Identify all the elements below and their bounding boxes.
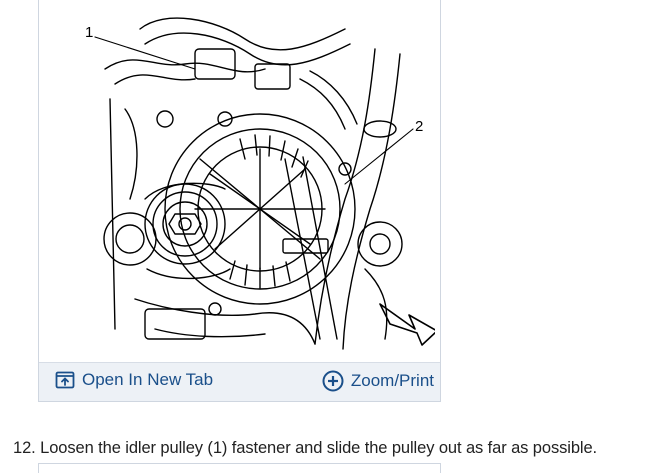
open-new-tab-icon — [55, 371, 75, 389]
callout-1: 1 — [85, 24, 93, 41]
zoom-plus-icon — [322, 370, 344, 392]
open-in-new-tab-label: Open In New Tab — [82, 370, 214, 389]
figure-frame: 1 2 Open In New Tab Zoom/Print — [38, 0, 441, 402]
procedure-step-12: 12. Loosen the idler pulley (1) fastener… — [13, 439, 598, 457]
open-in-new-tab-link[interactable]: Open In New Tab — [55, 370, 213, 390]
figure-toolbar: Open In New Tab Zoom/Print — [39, 362, 440, 401]
engine-alternator-diagram: 1 2 — [85, 17, 435, 350]
zoom-print-link[interactable]: Zoom/Print — [322, 370, 434, 392]
callout-2: 2 — [415, 118, 423, 135]
next-figure-frame — [38, 463, 441, 473]
zoom-print-label: Zoom/Print — [350, 371, 434, 390]
